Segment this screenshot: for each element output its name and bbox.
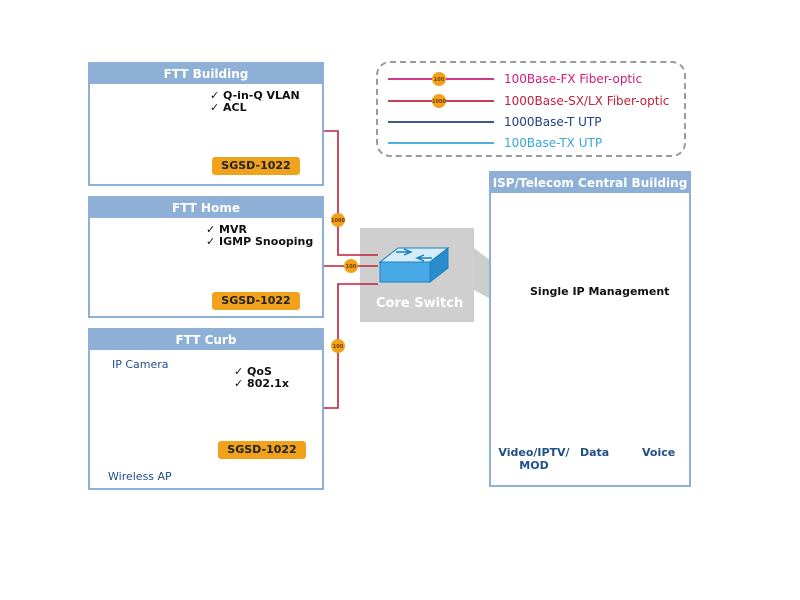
panel-title-building: FTT Building <box>90 64 322 84</box>
feature-item: MVR <box>206 224 313 236</box>
features-curb: QoS 802.1x <box>234 366 289 390</box>
model-label-building: SGSD-1022 <box>212 157 300 175</box>
features-home: MVR IGMP Snooping <box>206 224 313 248</box>
link-badge-building-text: 1000 <box>331 218 345 224</box>
legend-badge-fx-text: 100 <box>434 77 445 83</box>
server-label-data: Data <box>580 446 610 459</box>
feature-item: QoS <box>234 366 289 378</box>
legend-label-fx: 100Base-FX Fiber-optic <box>504 72 643 86</box>
legend-badge-sx <box>432 94 446 108</box>
panel-isp: ISP/Telecom Central Building <box>489 171 691 487</box>
core-switch-icon <box>378 246 450 284</box>
link-badge-home <box>344 259 358 273</box>
server-label-video: Video/IPTV/ MOD <box>498 446 570 472</box>
legend <box>376 61 686 157</box>
features-building: Q-in-Q VLAN ACL <box>210 90 300 114</box>
link-badge-home-text: 100 <box>346 264 357 270</box>
feature-item: Q-in-Q VLAN <box>210 90 300 102</box>
ip-camera-label: IP Camera <box>112 358 169 371</box>
legend-badge-sx-text: 1000 <box>432 99 446 105</box>
core-switch-label: Core Switch <box>376 296 464 311</box>
legend-label-t: 1000Base-T UTP <box>504 115 602 129</box>
legend-label-sx: 1000Base-SX/LX Fiber-optic <box>504 94 670 108</box>
link-badge-curb-text: 100 <box>333 344 344 350</box>
panel-ftt-curb: FTT Curb <box>88 328 324 490</box>
panel-title-curb: FTT Curb <box>90 330 322 350</box>
link-badge-curb <box>331 339 345 353</box>
panel-title-isp: ISP/Telecom Central Building <box>491 173 689 193</box>
link-badge-building <box>331 213 345 227</box>
model-label-home: SGSD-1022 <box>212 292 300 310</box>
panel-ftt-building: FTT Building <box>88 62 324 186</box>
management-label: Single IP Management <box>530 285 670 298</box>
server-label-voice: Voice <box>642 446 676 459</box>
model-label-curb: SGSD-1022 <box>218 441 306 459</box>
feature-item: 802.1x <box>234 378 289 390</box>
wireless-ap-label: Wireless AP <box>108 470 172 483</box>
legend-badge-fx <box>432 72 446 86</box>
feature-item: ACL <box>210 102 300 114</box>
panel-title-home: FTT Home <box>90 198 322 218</box>
legend-label-tx: 100Base-TX UTP <box>504 136 603 150</box>
feature-item: IGMP Snooping <box>206 236 313 248</box>
